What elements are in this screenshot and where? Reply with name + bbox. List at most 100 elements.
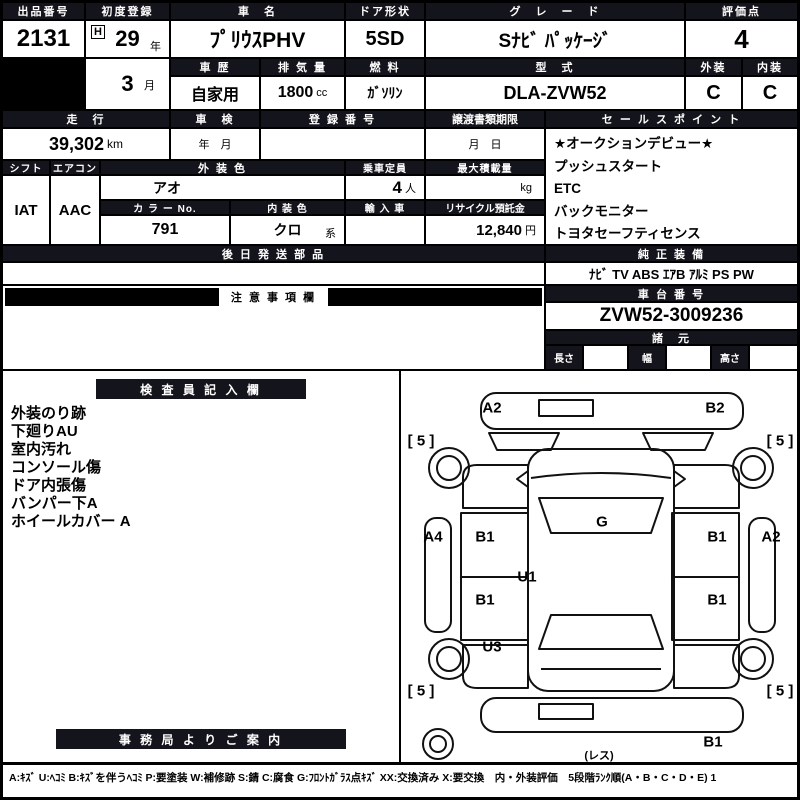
- displacement-value: 1800: [277, 84, 314, 101]
- sales-points-list: ★オークションデビュー★ プッシュスタート ETC バックモニター トヨタセーフ…: [545, 128, 798, 245]
- int-color-value: クロ: [273, 222, 302, 238]
- mileage-label: 走 行: [2, 110, 170, 128]
- import-label: 輸 入 車: [345, 200, 425, 215]
- mileage-unit: km: [107, 137, 124, 151]
- damage-diagram-panel: A2 B2 [ 5 ] [ 5 ] A4 B1 G B1 A2 U1 B1 B1…: [400, 370, 798, 763]
- notes-band: 注 意 事 項 欄: [5, 288, 543, 306]
- inspector-note: ドア内張傷: [11, 477, 87, 494]
- office-label: 事 務 局 よ り ご 案 内: [56, 729, 346, 749]
- color-no-value: 791: [100, 215, 230, 245]
- damage-marker: U1: [517, 568, 537, 586]
- later-parts-empty: [2, 262, 545, 285]
- inspector-notes: 外装のり跡 下廻りAU 室内汚れ コンソール傷 ドア内張傷 バンパー下A ホイー…: [11, 405, 131, 531]
- ext-color-value: アオ: [100, 175, 345, 200]
- spec-width-label: 幅: [628, 345, 666, 370]
- inspector-label: 検 査 員 記 入 欄: [96, 379, 306, 399]
- int-color-suffix: 系: [325, 228, 336, 240]
- displacement-label: 排 気 量: [260, 58, 345, 76]
- history-value: 自家用: [170, 76, 260, 110]
- fuel-value: ｶﾞｿﾘﾝ: [345, 76, 425, 110]
- inspector-panel: 検 査 員 記 入 欄 外装のり跡 下廻りAU 室内汚れ コンソール傷 ドア内張…: [2, 370, 400, 763]
- door-value: 5SD: [345, 20, 425, 58]
- later-parts-label: 後 日 発 送 部 品: [2, 245, 545, 262]
- damage-marker: B1: [475, 591, 495, 609]
- month-unit: 月: [144, 80, 155, 92]
- grade-label: グ レ ー ド: [425, 2, 685, 20]
- grade-value: Sﾅﾋﾞ ﾊﾟｯｹｰｼﾞ: [425, 20, 685, 58]
- notes-band-bar-right: [328, 288, 543, 306]
- tread-depth-marker: [ 5 ]: [766, 432, 794, 450]
- sales-point: バックモニター: [554, 203, 649, 219]
- damage-marker: G: [596, 513, 608, 531]
- damage-marker: A2: [482, 399, 502, 417]
- displacement-cell: 1800 cc: [260, 76, 345, 110]
- transfer-placeholder: 月 日: [425, 128, 545, 160]
- interior-score: C: [742, 76, 798, 110]
- model-label: 型 式: [425, 58, 685, 76]
- damage-marker: B1: [475, 528, 495, 546]
- inspector-note: 下廻りAU: [11, 423, 78, 440]
- interior-label: 内装: [742, 58, 798, 76]
- int-color-label: 内 装 色: [230, 200, 345, 215]
- aircon-label: エアコン: [50, 160, 100, 175]
- first-reg-year: 29: [115, 26, 140, 51]
- inspector-note: バンパー下A: [11, 495, 98, 512]
- shift-label: シフト: [2, 160, 50, 175]
- mileage-cell: 39,302 km: [2, 128, 170, 160]
- inspector-note: コンソール傷: [11, 459, 102, 476]
- footer-cell: A:ｷｽﾞ U:ﾍｺﾐ B:ｷｽﾞを伴うﾍｺﾐ P:要塗装 W:補修跡 S:錆 …: [2, 763, 798, 798]
- mileage-value: 39,302: [48, 133, 105, 154]
- first-reg-year-cell: H 29 年: [85, 20, 170, 58]
- recycle-value: 12,840: [476, 221, 522, 239]
- exterior-label: 外装: [685, 58, 742, 76]
- recycle-cell: 12,840 円: [425, 215, 545, 245]
- fuel-label: 燃 料: [345, 58, 425, 76]
- inspection-placeholder: 年 月: [170, 128, 260, 160]
- auction-no-value: 2131: [2, 20, 85, 58]
- chassis-label: 車 台 番 号: [545, 285, 798, 302]
- damage-marker: B1: [703, 733, 723, 751]
- score-value: 4: [685, 20, 798, 58]
- damage-marker: A4: [423, 528, 443, 546]
- exterior-score: C: [685, 76, 742, 110]
- tread-depth-marker: [ 5 ]: [407, 432, 435, 450]
- reg-no-value-empty: [260, 128, 425, 160]
- filler-black-box: [2, 58, 85, 110]
- damage-marker: A2: [761, 528, 781, 546]
- spec-length-label: 長さ: [545, 345, 583, 370]
- chassis-value: ZVW52-3009236: [545, 302, 798, 330]
- first-reg-month: 3: [121, 71, 134, 96]
- car-name-label: 車 名: [170, 2, 345, 20]
- car-name-value: ﾌﾟﾘｳｽPHV: [170, 20, 345, 58]
- legend-text: A:ｷｽﾞ U:ﾍｺﾐ B:ｷｽﾞを伴うﾍｺﾐ P:要塗装 W:補修跡 S:錆 …: [9, 772, 717, 784]
- shift-value: IAT: [2, 175, 50, 245]
- recycle-unit: 円: [525, 225, 536, 237]
- inspector-note: 室内汚れ: [11, 441, 72, 458]
- first-reg-month-cell: 3 月: [85, 58, 170, 110]
- spec-label: 諸 元: [545, 330, 798, 345]
- damage-marker: U3: [482, 638, 502, 656]
- capacity-label: 乗車定員: [345, 160, 425, 175]
- reg-no-label: 登 録 番 号: [260, 110, 425, 128]
- sales-point: ★オークションデビュー★: [554, 136, 714, 151]
- spec-length-value-empty: [583, 345, 628, 370]
- car-diagram: [422, 392, 776, 760]
- tread-depth-marker: [ 5 ]: [407, 682, 435, 700]
- int-color-cell: クロ 系: [230, 215, 345, 245]
- damage-marker: B1: [707, 528, 727, 546]
- notes-label: 注 意 事 項 欄: [230, 292, 317, 304]
- damage-marker: B1: [707, 591, 727, 609]
- capacity-unit: 人: [405, 182, 416, 195]
- door-label: ドア形状: [345, 2, 425, 20]
- equipment-value: ﾅﾋﾞ TV ABS ｴｱB ｱﾙﾐ PS PW: [545, 262, 798, 285]
- max-load-unit: kg: [425, 175, 545, 200]
- notes-cell: 注 意 事 項 欄: [2, 285, 545, 370]
- equipment-label: 純 正 装 備: [545, 245, 798, 262]
- year-unit: 年: [150, 41, 161, 53]
- capacity-cell: 4 人: [345, 175, 425, 200]
- model-value: DLA-ZVW52: [425, 76, 685, 110]
- less-marker: (レス): [584, 750, 614, 762]
- spec-height-value-empty: [749, 345, 798, 370]
- import-value-empty: [345, 215, 425, 245]
